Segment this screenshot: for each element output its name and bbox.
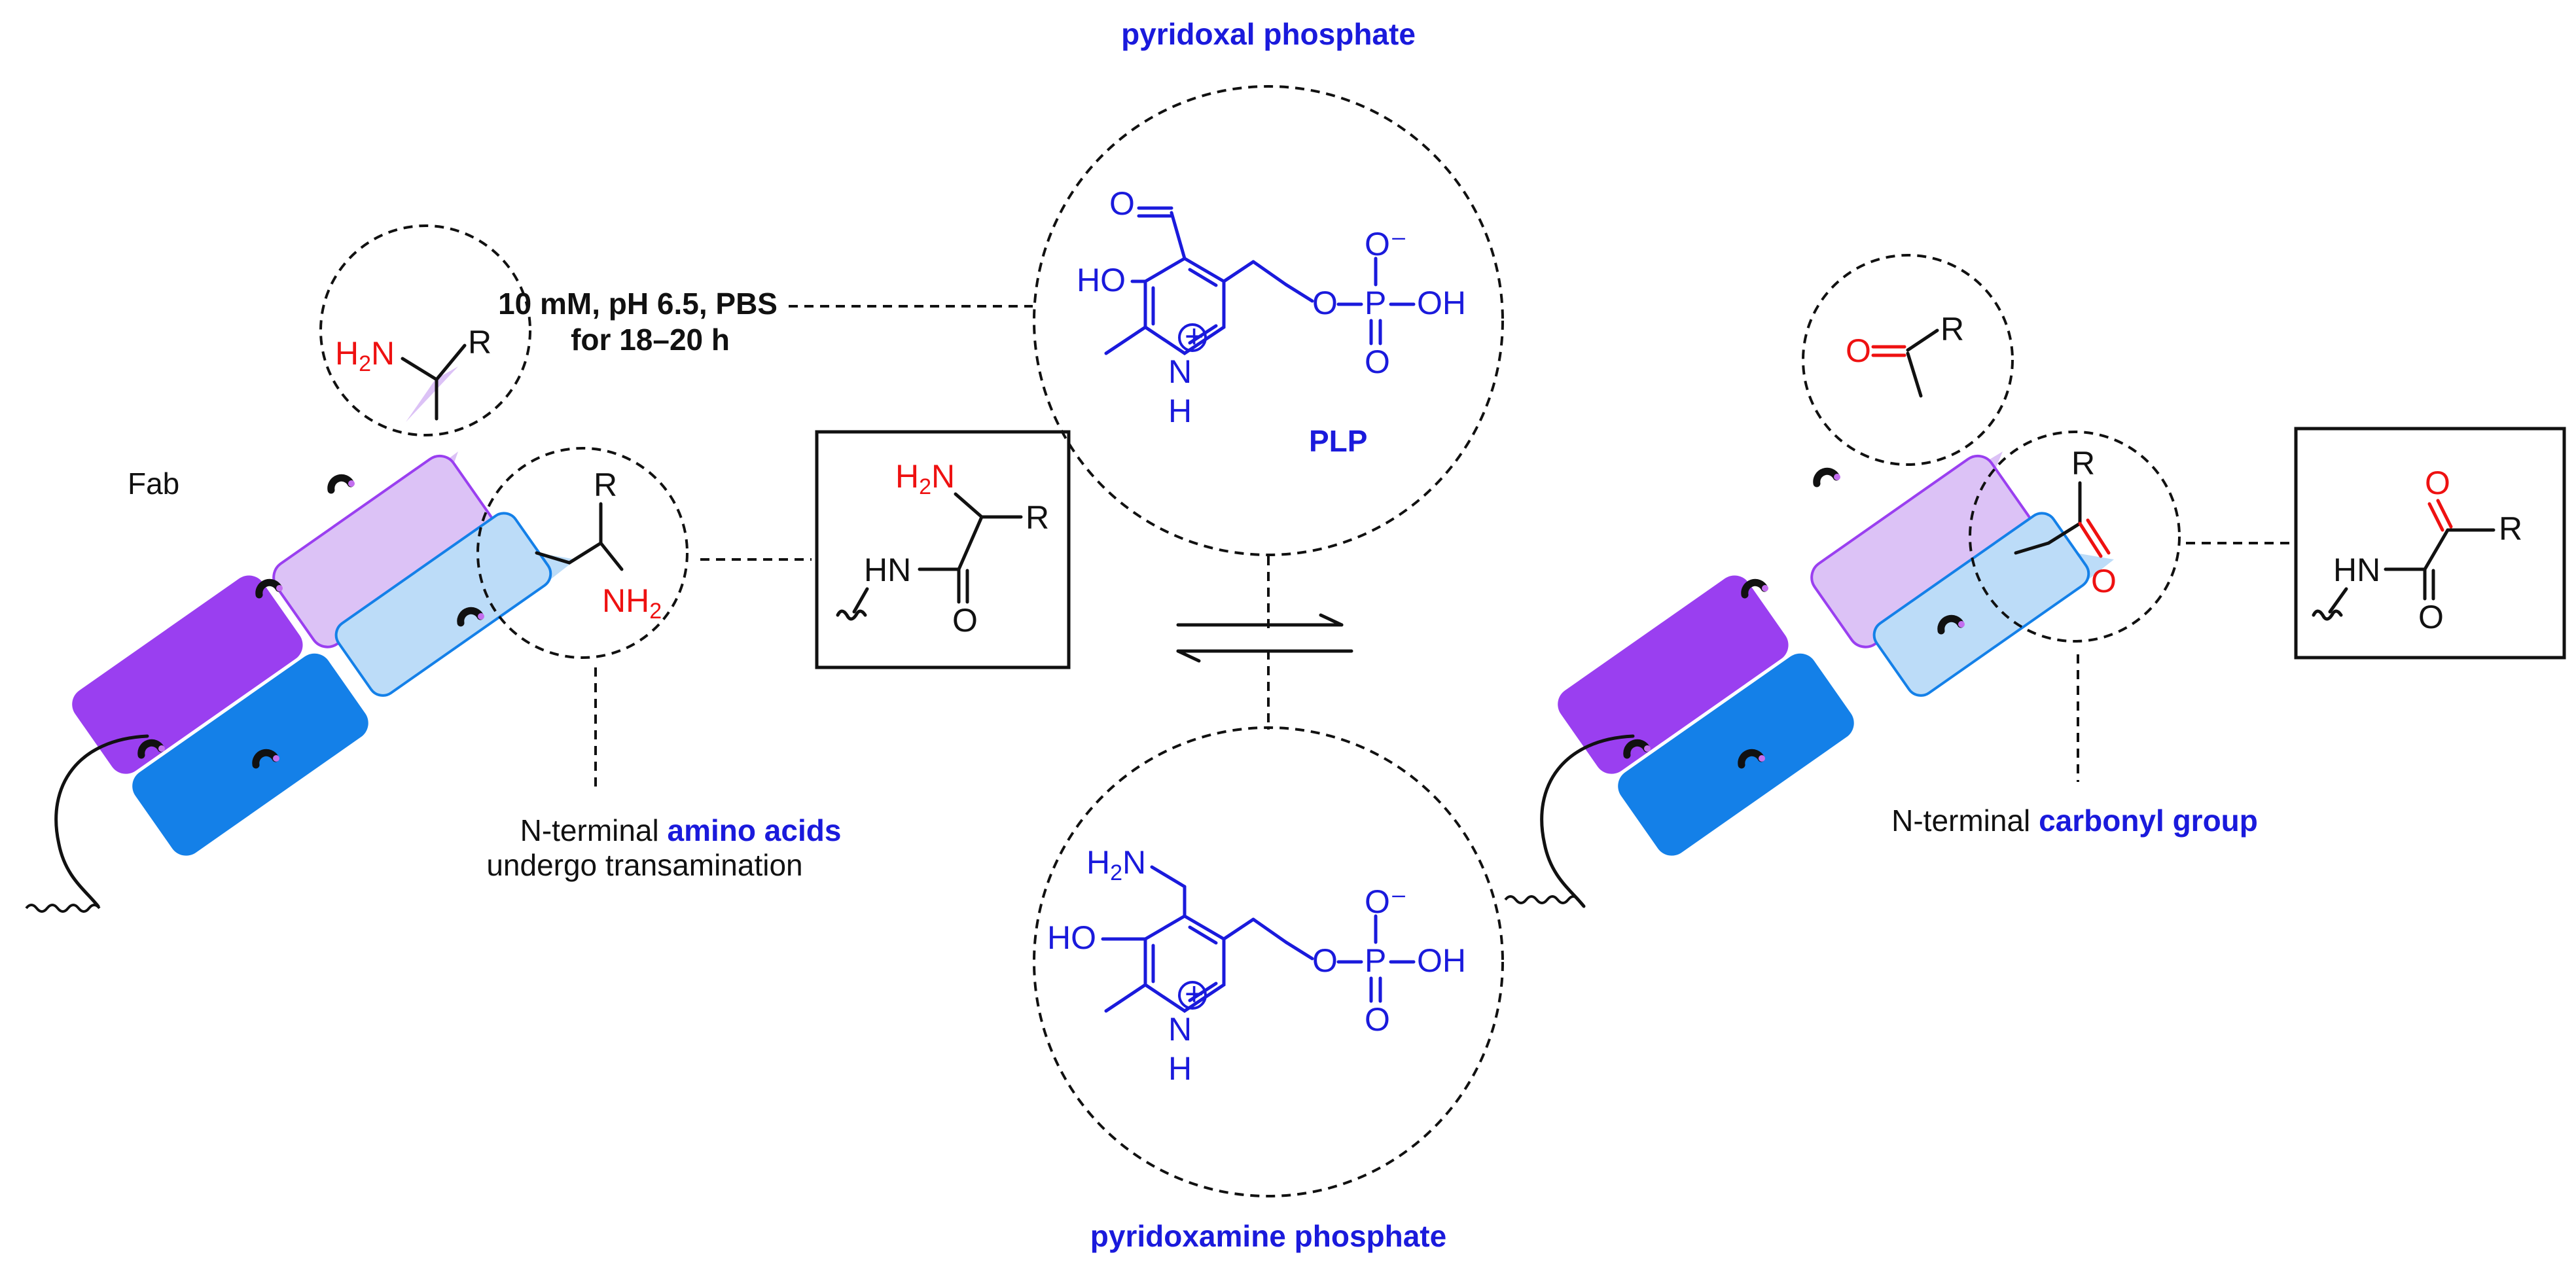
pmp-ho: HO — [1047, 919, 1096, 956]
plp-n: N — [1168, 353, 1192, 390]
plp-p: P — [1365, 285, 1386, 321]
squiggle-right — [1504, 895, 1580, 904]
heavy-chain-constant-domain-right — [1618, 653, 1854, 856]
fab-tail-right — [1540, 734, 1635, 908]
h2n-box-label: H2N — [895, 458, 955, 499]
nterm-circle-top-right — [1802, 254, 2014, 466]
nterm-circle-mid-left — [476, 447, 689, 659]
conditions-line2: for 18–20 h — [571, 323, 730, 357]
plp-plus: + — [1185, 318, 1204, 355]
bond-top-left-1 — [401, 344, 467, 382]
bond-mid-left-1 — [535, 502, 603, 565]
caption-nterm-carbonyl: N-terminal carbonyl group — [1891, 804, 2258, 838]
box-right-o-bottom: O — [2418, 599, 2444, 635]
box-right-o-top: O — [2425, 465, 2450, 501]
plp-circle — [1033, 85, 1504, 556]
title-pyridoxamine-phosphate: pyridoxamine phosphate — [1090, 1219, 1446, 1253]
carbonyl-box — [2294, 427, 2566, 660]
plp-structure: O HO N H + O P O⁻ O OH — [1077, 185, 1466, 429]
box-hn: HN — [864, 552, 911, 588]
box-bond-5 — [852, 587, 869, 614]
plp-o-double: O — [1365, 344, 1390, 380]
h2n-label-top-left: H2N — [335, 335, 395, 376]
plp-label: PLP — [1309, 424, 1367, 458]
conditions-line1: 10 mM, pH 6.5, PBS — [498, 287, 778, 321]
caption-nterm-amino: N-terminal amino acids — [520, 813, 842, 847]
pmp-p: P — [1365, 942, 1386, 979]
plp-o: O — [1109, 185, 1135, 222]
title-pyridoxal-phosphate: pyridoxal phosphate — [1121, 17, 1416, 51]
box-squiggle — [836, 609, 867, 621]
plp-ho: HO — [1077, 262, 1126, 298]
nterm-circle-mid-right — [1969, 431, 2181, 643]
pmp-o-ester: O — [1312, 942, 1338, 979]
pmp-n: N — [1168, 1011, 1192, 1048]
pmp-h: H — [1168, 1050, 1192, 1087]
heavy-chain-variable-domain-right — [1872, 512, 2090, 697]
squiggle-left — [25, 904, 101, 913]
box-bond-1 — [954, 492, 984, 519]
pmp-plus: + — [1185, 976, 1204, 1012]
box-bond-3 — [957, 515, 984, 571]
r-top-left: R — [468, 324, 492, 361]
pmp-o-minus: O⁻ — [1365, 883, 1407, 920]
box-right-hn: HN — [2333, 552, 2380, 588]
pmp-circle — [1033, 726, 1504, 1197]
fab-right — [1504, 451, 2114, 908]
plp-h: H — [1168, 393, 1192, 429]
o-mid-right: O — [2091, 563, 2117, 599]
box-r: R — [1026, 499, 1049, 536]
plp-o-minus: O⁻ — [1365, 226, 1407, 262]
r-top-right: R — [1941, 311, 1964, 347]
plp-o-ester: O — [1312, 285, 1338, 321]
box-o: O — [952, 602, 978, 639]
fab-left — [25, 366, 576, 913]
fab-label: Fab — [128, 467, 179, 501]
r-mid-right: R — [2071, 445, 2095, 482]
pmp-structure: H2N HO N H + O P O⁻ O OH — [1047, 844, 1466, 1087]
fab-tail-left — [54, 734, 149, 908]
nterm-circle-top-left — [319, 224, 531, 436]
pmp-oh: OH — [1417, 942, 1466, 979]
box-right-squiggle — [2312, 609, 2343, 621]
light-chain-constant-domain — [72, 575, 303, 774]
pmp-o-double: O — [1365, 1001, 1390, 1038]
nh2-label-mid-left: NH2 — [602, 582, 662, 624]
box-right-r: R — [2499, 510, 2522, 547]
heavy-chain-variable-domain — [334, 512, 552, 697]
o-top-right: O — [1846, 332, 1871, 369]
r-mid-left: R — [594, 467, 617, 503]
amino-acid-box — [815, 430, 1071, 669]
pmp-h2n: H2N — [1086, 844, 1146, 885]
light-chain-constant-domain-right — [1558, 575, 1789, 774]
heavy-chain-constant-domain — [132, 653, 368, 856]
plp-oh: OH — [1417, 285, 1466, 321]
bond-mid-left-2 — [599, 541, 624, 571]
caption-nterm-amino-line2: undergo transamination — [486, 848, 802, 882]
